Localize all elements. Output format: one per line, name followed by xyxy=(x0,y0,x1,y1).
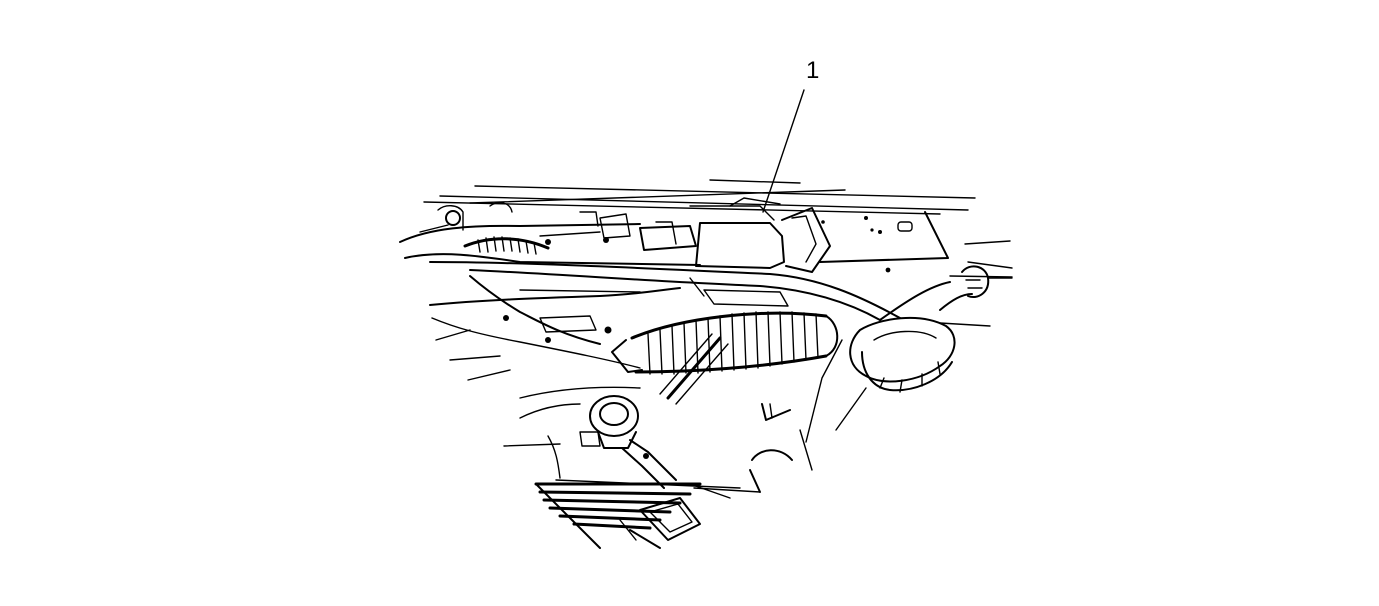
engine-block-lower xyxy=(503,386,813,493)
oil-filler-cap xyxy=(805,316,956,443)
right-connector xyxy=(879,265,1013,321)
cowl-panel xyxy=(423,179,1013,327)
corrugated-air-duct xyxy=(611,311,839,375)
fender-edge xyxy=(429,261,901,381)
dipstick-handle xyxy=(579,395,677,489)
callout-leader-line xyxy=(762,89,805,213)
module-housing xyxy=(539,197,831,273)
upper-wiring-harness xyxy=(463,236,550,255)
left-bracket xyxy=(399,201,701,266)
callout-number-1: 1 xyxy=(806,57,819,84)
lower-clip xyxy=(619,497,701,549)
throttle-cable xyxy=(659,333,729,405)
radiator-grille xyxy=(534,482,731,549)
